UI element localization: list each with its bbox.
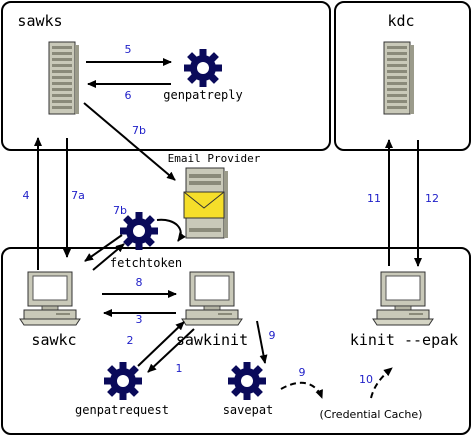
arrow-fetchtoken-sawkc [84, 234, 123, 262]
kinit-epak-label: kinit --epak [350, 331, 458, 349]
step-4-label: 4 [23, 189, 30, 202]
arrow-9-cache [280, 381, 323, 399]
sawks-label: sawks [17, 12, 62, 30]
genpatreply-gear-icon [184, 49, 222, 87]
step-5-label: 5 [125, 43, 132, 56]
kdc-label: kdc [387, 12, 414, 30]
arrow-7b-email [83, 102, 176, 181]
step-7b-loop-label: 7b [113, 204, 127, 217]
arrow-sawkc-fetchtoken [92, 243, 125, 271]
arrow-7b-loop [156, 218, 186, 242]
kinit-computer-icon [372, 271, 434, 326]
step-9-curve-label: 9 [299, 366, 306, 379]
fetchtoken-gear-icon [120, 212, 158, 250]
genpatrequest-label: genpatrequest [75, 403, 169, 417]
arrow-9-savepat [256, 320, 268, 364]
sawkinit-computer-icon [181, 271, 243, 326]
email-provider-icon [183, 167, 228, 239]
step-9-down-label: 9 [269, 329, 276, 342]
arrow-1 [147, 328, 195, 373]
savepat-gear-icon [228, 362, 266, 400]
email-provider-label: Email Provider [168, 152, 261, 165]
arrow-10 [370, 367, 393, 399]
arrow-2 [137, 321, 185, 367]
step-10-label: 10 [359, 373, 373, 386]
genpatrequest-gear-icon [104, 362, 142, 400]
credential-cache-label: (Credential Cache) [320, 408, 423, 421]
step-6-label: 6 [125, 89, 132, 102]
step-1-label: 1 [176, 362, 183, 375]
client-container [1, 247, 471, 435]
sawks-container [1, 1, 331, 151]
step-8-label: 8 [136, 276, 143, 289]
step-3-label: 3 [136, 313, 143, 326]
fetchtoken-label: fetchtoken [110, 256, 182, 270]
step-11-label: 11 [367, 192, 381, 205]
sawks-server-icon [48, 41, 80, 115]
kdc-container [334, 1, 471, 151]
sawkc-label: sawkc [31, 331, 76, 349]
savepat-label: savepat [223, 403, 274, 417]
step-7b-label: 7b [132, 124, 146, 137]
sawkc-computer-icon [19, 271, 81, 326]
step-7a-label: 7a [71, 189, 85, 202]
step-12-label: 12 [425, 192, 439, 205]
step-2-label: 2 [127, 334, 134, 347]
kdc-server-icon [383, 41, 415, 115]
sawkinit-label: sawkinit [176, 331, 248, 349]
genpatreply-label: genpatreply [163, 88, 242, 102]
